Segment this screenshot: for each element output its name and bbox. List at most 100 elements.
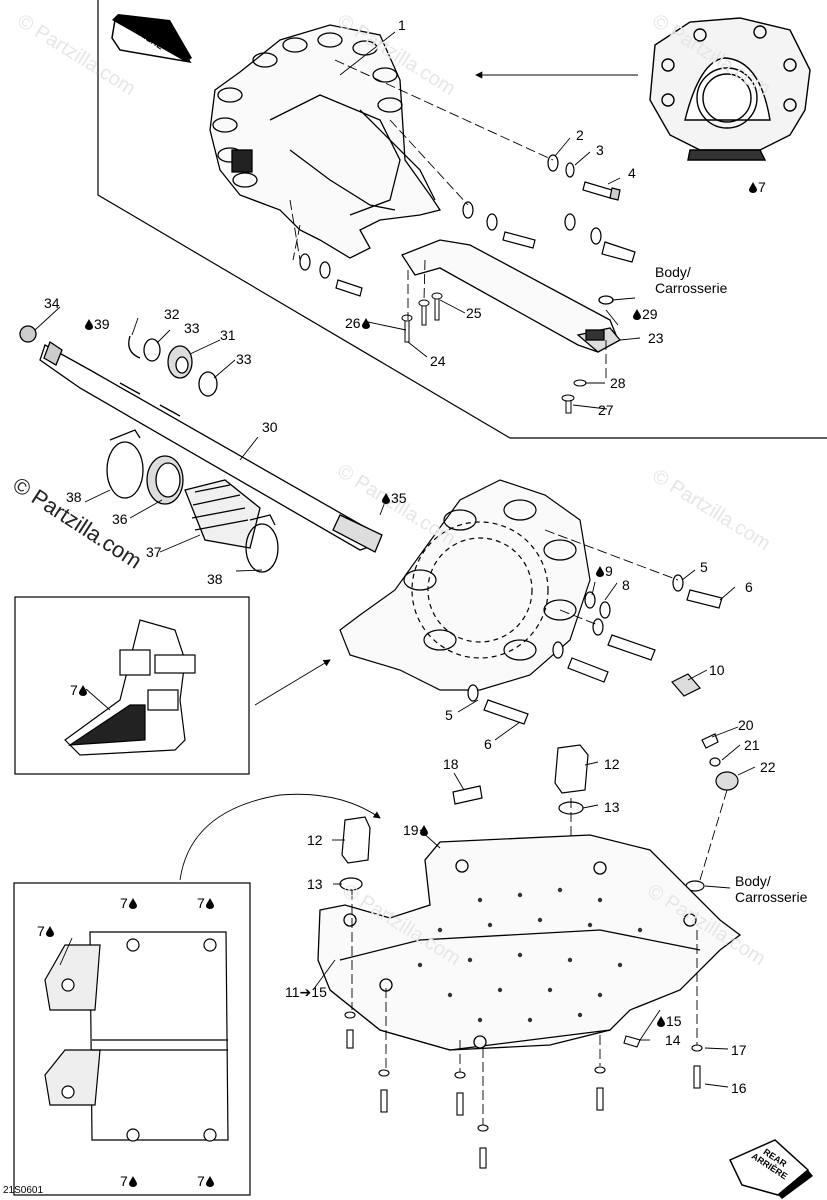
upper-fasteners <box>299 154 636 297</box>
callout-number: 9 <box>605 563 613 579</box>
pump-rear-view <box>649 17 811 161</box>
pump-housing <box>209 24 442 259</box>
callout: 14 <box>665 1032 681 1048</box>
callout-with-drop: 26 <box>345 316 371 330</box>
leader-lines <box>34 31 756 1088</box>
callout: 27 <box>598 402 614 418</box>
top-frame <box>97 0 827 439</box>
callout: 38 <box>207 571 223 587</box>
inset-box-bottom <box>13 882 251 1196</box>
callout: 6 <box>745 579 753 595</box>
callout-number: 39 <box>94 316 110 332</box>
body-label-top: Body/ Carrosserie <box>655 264 727 296</box>
callout: 36 <box>112 511 128 527</box>
callout: 17 <box>731 1042 747 1058</box>
callout: 12 <box>307 832 323 848</box>
callout: 23 <box>648 330 664 346</box>
callout-number: 7 <box>37 923 45 939</box>
callout-number: 15 <box>311 984 327 1000</box>
callout: 24 <box>430 353 446 369</box>
callout-number: 7 <box>197 895 205 911</box>
callout: 8 <box>622 577 630 593</box>
oil-drop-icon <box>205 1176 214 1187</box>
callout: 12 <box>604 756 620 772</box>
callout-with-drop: 29 <box>632 307 658 321</box>
seal-parts <box>128 335 218 397</box>
diagram-code: 21S0601 <box>3 1185 44 1196</box>
callout-number: 7 <box>758 179 766 195</box>
callout-number: 7 <box>70 682 78 698</box>
body-text-fr: Carrosserie <box>735 889 808 905</box>
support-bracket <box>401 239 622 353</box>
callout: 33 <box>184 320 200 336</box>
callout-with-drop: 35 <box>381 491 407 505</box>
callout-number: 7 <box>197 1173 205 1189</box>
oil-drop-icon <box>633 309 641 320</box>
callout-with-drop: 7 <box>748 180 766 194</box>
callout: 32 <box>164 306 180 322</box>
body-text-fr: Carrosserie <box>655 280 728 296</box>
callout-number: 19 <box>403 822 419 838</box>
mid-housing <box>339 479 591 691</box>
callout: 10 <box>709 662 725 678</box>
arrow-right-icon: ➔ <box>299 984 312 1000</box>
callout: 18 <box>443 756 459 772</box>
callout-with-drop: 7 <box>197 1174 215 1188</box>
oil-drop-icon <box>596 566 604 577</box>
callout-number: 15 <box>666 1013 682 1029</box>
oil-drop-icon <box>78 685 87 696</box>
drive-shaft <box>19 325 383 553</box>
callout-with-drop: 7 <box>197 896 215 910</box>
callout: 16 <box>731 1080 747 1096</box>
oil-drop-icon <box>382 493 390 504</box>
nozzle-fittings <box>339 733 739 892</box>
boot-clamps <box>106 429 279 573</box>
callout-with-drop: 7 <box>120 1174 138 1188</box>
callout-arrow: 11➔15 <box>285 985 327 999</box>
oil-drop-icon <box>205 898 214 909</box>
bracket-screws <box>401 292 587 414</box>
rear-arrow-bottom <box>728 1139 813 1199</box>
callout-number: 11 <box>285 984 300 1000</box>
inset-box-left <box>14 596 250 775</box>
callout-with-drop: 9 <box>595 564 613 578</box>
body-label-bottom: Body/ Carrosserie <box>735 873 807 905</box>
oil-drop-icon <box>749 182 757 193</box>
oil-drop-icon <box>657 1016 665 1027</box>
callout: 34 <box>44 295 60 311</box>
callout: 28 <box>610 375 626 391</box>
callout: 21 <box>744 737 760 753</box>
callout-with-drop: 15 <box>656 1014 682 1028</box>
oil-drop-icon <box>419 825 428 836</box>
callout-number: 26 <box>345 315 361 331</box>
callout: 31 <box>220 327 236 343</box>
callout: 2 <box>576 127 584 143</box>
body-text: Body/ <box>735 873 771 889</box>
callout-number: 7 <box>120 895 128 911</box>
callout: 33 <box>236 351 252 367</box>
callout-with-drop: 19 <box>403 823 429 837</box>
callout: 5 <box>445 707 453 723</box>
callout: 20 <box>738 717 754 733</box>
plate-screws <box>344 1011 703 1169</box>
callout-with-drop: 7 <box>120 896 138 910</box>
ride-plate <box>317 834 742 1051</box>
rear-arrow-top <box>111 14 192 64</box>
callout-with-drop: 7 <box>70 683 88 697</box>
callout-number: 7 <box>120 1173 128 1189</box>
inset-left-drawing <box>64 619 196 756</box>
callout: 5 <box>700 559 708 575</box>
callout-number: 29 <box>642 306 658 322</box>
oil-drop-icon <box>85 319 93 330</box>
callout-with-drop: 7 <box>37 924 55 938</box>
callout: 3 <box>596 142 604 158</box>
callout: 13 <box>604 799 620 815</box>
callout: 25 <box>466 305 482 321</box>
callout-with-drop: 39 <box>84 317 110 331</box>
inset-bottom-drawing <box>44 931 229 1142</box>
callout: 22 <box>760 759 776 775</box>
oil-drop-icon <box>361 318 370 329</box>
oil-drop-icon <box>128 898 137 909</box>
oil-drop-icon <box>128 1176 137 1187</box>
